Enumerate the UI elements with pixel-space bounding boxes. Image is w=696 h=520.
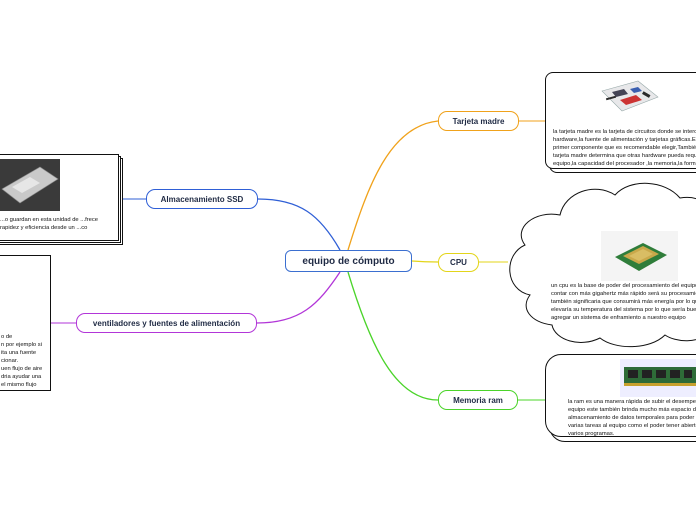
note-line: o de [1,334,13,340]
note-text: o de n por ejemplo si ita una fuente cio… [1,333,49,389]
note-line: el mismo flujo [1,382,37,388]
note-text: un cpu es la base de poder del procesami… [551,283,696,321]
note-text: la tarjeta madre es la tarjeta de circui… [553,129,696,167]
topic-label: ventiladores y fuentes de alimentación [92,318,241,328]
link-tarjeta-madre [347,120,439,251]
central-topic-label: equipo de cómputo [302,255,395,267]
topic-ventiladores[interactable]: ventiladores y fuentes de alimentación [76,313,257,333]
note-ventiladores[interactable]: o de n por ejemplo si ita una fuente cio… [0,255,51,391]
note-line: cionar. [1,358,19,364]
link-ventiladores [256,271,341,324]
note-tarjeta-madre[interactable]: la tarjeta madre es la tarjeta de circui… [545,72,696,169]
topic-label: CPU [450,258,467,267]
topic-label: Almacenamiento SSD [160,194,244,204]
cpu-chip-image [601,231,678,281]
link-cpu [411,260,439,263]
note-line: ita una fuente [1,350,37,356]
ssd-drive-image [0,159,60,211]
note-cpu[interactable]: un cpu es la base de poder del procesami… [551,282,696,322]
topic-almacenamiento[interactable]: Almacenamiento SSD [146,189,258,209]
topic-tarjeta-madre[interactable]: Tarjeta madre [438,111,519,131]
note-line: uen flujo de aire [1,366,43,372]
note-line: dria ayudar una [1,374,42,380]
note-almacenamiento[interactable]: ...o guardan en esta unidad de ...frece … [0,154,119,241]
note-text: la ram es una manera rápida de subir el … [568,399,696,437]
topic-label: Tarjeta madre [452,116,505,126]
central-topic[interactable]: equipo de cómputo [285,250,412,272]
ram-module-image [620,359,696,397]
motherboard-image [601,80,659,112]
topic-label: Memoria ram [453,395,503,405]
note-line: n por ejemplo si [1,342,42,348]
link-memoria-ram [347,271,439,401]
topic-cpu[interactable]: CPU [438,253,479,272]
link-almacenamiento [257,198,341,251]
note-text: ...o guardan en esta unidad de ...frece … [0,217,98,231]
topic-memoria-ram[interactable]: Memoria ram [438,390,518,410]
note-memoria-ram[interactable]: la ram es una manera rápida de subir el … [545,354,696,437]
